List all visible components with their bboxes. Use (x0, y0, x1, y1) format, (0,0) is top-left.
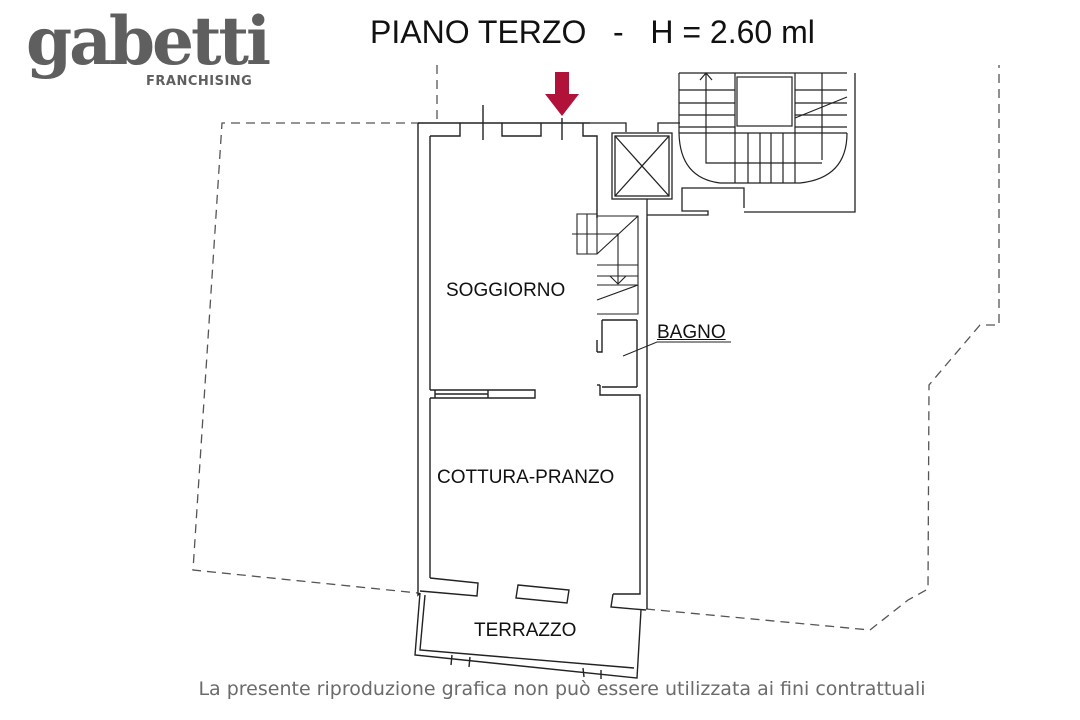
disclaimer-text: La presente riproduzione grafica non può… (198, 678, 926, 700)
main-stairwell (678, 72, 848, 184)
interior-stair (572, 213, 639, 315)
room-label-soggiorno: SOGGIORNO (446, 280, 566, 301)
bagno-leader-line (622, 341, 731, 357)
floor-title: PIANO TERZO - H = 2.60 ml (370, 14, 815, 50)
property-boundary (192, 65, 1000, 631)
room-label-cottura-pranzo: COTTURA-PRANZO (437, 467, 615, 488)
logo-subtitle: FRANCHISING (146, 74, 253, 89)
gabetti-logo: gabetti FRANCHISING (26, 8, 271, 112)
walls (414, 105, 648, 679)
room-label-terrazzo: TERRAZZO (474, 620, 577, 641)
elevator (590, 73, 856, 218)
room-label-bagno: BAGNO (657, 322, 726, 343)
logo-wordmark: gabetti (26, 2, 271, 80)
entrance-arrow-icon (545, 72, 579, 116)
